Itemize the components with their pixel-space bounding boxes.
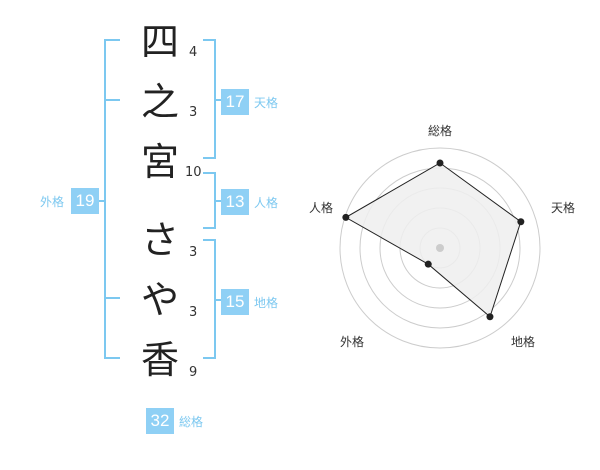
radar-center-dot bbox=[436, 244, 444, 252]
radar-point-tenkaku bbox=[517, 218, 525, 226]
radar-grid-ring bbox=[339, 147, 541, 349]
jinkaku-value: 13 bbox=[221, 189, 249, 215]
radar-label-gaikaku: 外格 bbox=[340, 335, 365, 349]
tenkaku-value: 17 bbox=[221, 89, 249, 115]
soukaku-label: 総格 bbox=[179, 415, 204, 429]
radar-label-tenkaku: 天格 bbox=[551, 201, 576, 215]
name-char-4: さ bbox=[140, 218, 179, 262]
gaikaku-bracket bbox=[104, 39, 120, 359]
radar-point-jinkaku bbox=[342, 213, 350, 221]
name-char-1: 四 bbox=[140, 20, 179, 64]
stroke-count-2: 3 bbox=[189, 105, 198, 120]
name-char-3: 宮 bbox=[140, 140, 179, 184]
soukaku-value: 32 bbox=[146, 408, 174, 434]
stroke-count-6: 9 bbox=[189, 365, 198, 380]
radar-polygon bbox=[344, 162, 522, 318]
gaikaku-label: 外格 bbox=[40, 195, 65, 209]
gaikaku-value: 19 bbox=[71, 188, 99, 214]
radar-label-soukaku: 総格 bbox=[428, 124, 453, 138]
tenkaku-label: 天格 bbox=[254, 96, 279, 110]
name-char-5: や bbox=[140, 278, 179, 322]
name-char-6: 香 bbox=[140, 338, 179, 382]
chikaku-value: 15 bbox=[221, 289, 249, 315]
stroke-count-5: 3 bbox=[189, 305, 198, 320]
stroke-count-3: 10 bbox=[185, 165, 202, 180]
stroke-count-1: 4 bbox=[189, 45, 198, 60]
radar-point-soukaku bbox=[436, 159, 444, 167]
radar-points bbox=[342, 159, 525, 321]
chikaku-label: 地格 bbox=[254, 296, 279, 310]
radar-point-chikaku bbox=[486, 313, 494, 321]
stroke-count-4: 3 bbox=[189, 245, 198, 260]
radar-label-jinkaku: 人格 bbox=[309, 201, 334, 215]
radar-label-chikaku: 地格 bbox=[511, 335, 536, 349]
radar-point-gaikaku bbox=[424, 260, 432, 268]
jinkaku-label: 人格 bbox=[254, 196, 279, 210]
name-char-2: 之 bbox=[140, 80, 179, 124]
